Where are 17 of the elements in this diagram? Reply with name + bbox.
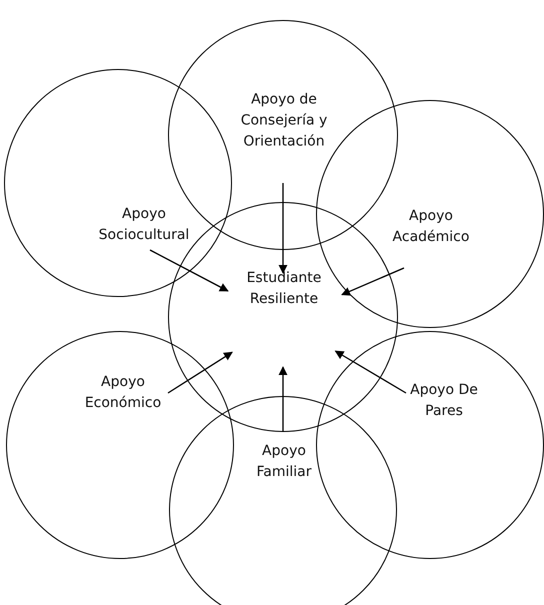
arrow	[150, 249, 229, 292]
arrow	[334, 350, 406, 394]
circle-label: Apoyo De Pares	[409, 381, 479, 421]
arrow	[278, 183, 288, 274]
circle-node	[4, 69, 232, 297]
circle-node	[169, 396, 397, 605]
circle-label: Apoyo Familiar	[256, 442, 312, 482]
circle-label: Apoyo Sociocultural	[98, 205, 190, 245]
circle-label: Apoyo de Consejería y Orientación	[240, 90, 328, 152]
arrow	[278, 366, 288, 432]
circle-node	[316, 331, 544, 559]
circle-label: Estudiante Resiliente	[246, 269, 322, 309]
arrow	[341, 267, 404, 296]
arrow	[168, 352, 233, 394]
circle-node	[6, 331, 234, 559]
circle-label: Apoyo Académico	[392, 207, 470, 247]
circle-label: Apoyo Económico	[84, 373, 162, 413]
